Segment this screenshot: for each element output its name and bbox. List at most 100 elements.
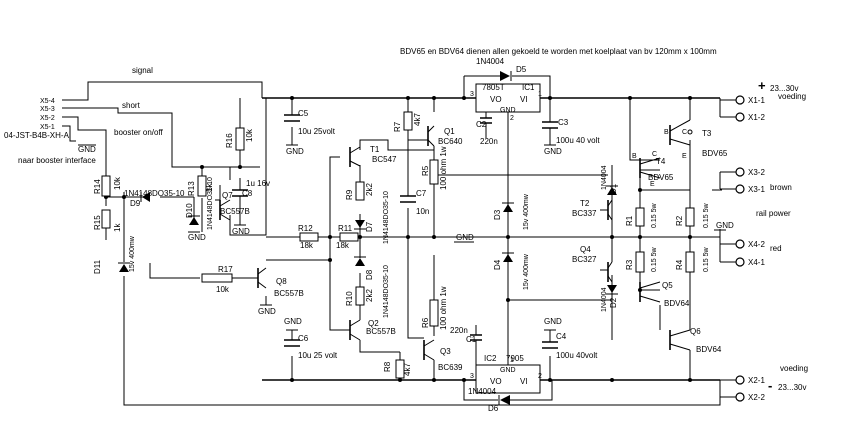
parts-q1-label: Q1 bbox=[444, 127, 455, 136]
terminal-symbols bbox=[720, 95, 745, 402]
parts-t4-type-label: BDV65 bbox=[648, 173, 674, 182]
terminals-x2-2-label: X2-2 bbox=[748, 393, 765, 402]
parts-q6-label: Q6 bbox=[690, 327, 701, 336]
parts-r12-val-label: 18k bbox=[300, 241, 314, 250]
parts-t3-label: T3 bbox=[702, 129, 712, 138]
signal-label: signal bbox=[132, 66, 153, 75]
parts-d10-label: D10 bbox=[185, 203, 194, 218]
parts-d6-type-label: 1N4004 bbox=[468, 387, 497, 396]
parts-d6-label: D6 bbox=[488, 404, 499, 413]
parts-pin-c-label: C bbox=[682, 129, 687, 136]
parts-c7-label: C7 bbox=[416, 189, 427, 198]
parts-r16-label: R16 bbox=[225, 133, 234, 148]
connector-gnd: GND bbox=[78, 145, 96, 154]
pin-x5-2: X5-2 bbox=[40, 115, 55, 122]
parts-d5-type-label: 1N4004 bbox=[476, 57, 505, 66]
parts-ic2-label: IC2 bbox=[484, 354, 497, 363]
parts-d5-label: D5 bbox=[516, 65, 527, 74]
parts-ic1-p1-label: 1 bbox=[538, 91, 542, 98]
labels: BDV65 en BDV64 dienen allen gekoeld te w… bbox=[4, 47, 808, 413]
terminals-voeding-bot-label: voeding bbox=[780, 364, 808, 373]
terminals-minus-label: - bbox=[768, 378, 772, 393]
parts-ic2-vi-label: VI bbox=[520, 377, 528, 386]
connector-caption: naar booster interface bbox=[18, 156, 96, 165]
gnd-label: GND bbox=[286, 147, 304, 156]
parts-r10-val-label: 2k2 bbox=[365, 289, 374, 302]
terminals-v-top-label: 23...30v bbox=[770, 84, 798, 93]
parts-d7-type-label: 1N4148DO35-10 bbox=[383, 191, 390, 244]
parts-t3-type-label: BDV65 bbox=[702, 149, 728, 158]
parts-pin-e-label: E bbox=[682, 153, 687, 160]
parts-c2-val-label: 220n bbox=[480, 137, 498, 146]
terminal-x1-2 bbox=[735, 112, 745, 122]
parts-q8-type-label: BC557B bbox=[274, 289, 304, 298]
diode-d5-symbol bbox=[486, 71, 524, 81]
connector-part: 04-JST-B4B-XH-A bbox=[4, 131, 70, 140]
parts-d4-val-label: 15v 400mw bbox=[523, 253, 530, 290]
gnd-label: GND bbox=[284, 317, 302, 326]
terminals-v-bot-label: 23...30v bbox=[778, 383, 806, 392]
terminals-x1-1-label: X1-1 bbox=[748, 96, 765, 105]
parts-q4-type-label: BC327 bbox=[572, 255, 597, 264]
parts-r15-label: R15 bbox=[93, 215, 102, 230]
parts-r9-label: R9 bbox=[345, 189, 354, 200]
parts-c6-val-label: 10u 25 volt bbox=[298, 351, 338, 360]
parts-q4-label: Q4 bbox=[580, 245, 591, 254]
parts-ic1-type-label: 7805T bbox=[482, 83, 505, 92]
parts-ic2-p2-label: 2 bbox=[538, 373, 542, 380]
terminal-x4-2 bbox=[735, 239, 745, 249]
gnd-label: GND bbox=[456, 233, 474, 242]
terminal-x1-1 bbox=[735, 95, 745, 105]
parts-c8-label: C8 bbox=[242, 189, 253, 198]
parts-ic1-p2-label: 2 bbox=[510, 115, 514, 122]
parts-d8-type-label: 1N4148DO35-10 bbox=[383, 265, 390, 318]
parts-r2-label: R2 bbox=[675, 215, 684, 226]
transistor-symbols bbox=[219, 119, 693, 361]
parts-t4-label: T4 bbox=[656, 157, 666, 166]
terminals-rail-label: rail power bbox=[756, 209, 791, 218]
parts-c3-val-label: 100u 40 volt bbox=[556, 136, 600, 145]
parts-q3-label: Q3 bbox=[440, 347, 451, 356]
parts-c1-label: C1 bbox=[466, 335, 477, 344]
parts-c1-val-label: 220n bbox=[450, 326, 468, 335]
parts-ic2-p1-label: 1 bbox=[510, 357, 514, 364]
onoff-label: booster on/off bbox=[114, 128, 164, 137]
parts-q6-type-label: BDV64 bbox=[696, 345, 722, 354]
parts-pin-b-label: B bbox=[632, 153, 637, 160]
parts-pin-c-label: C bbox=[652, 151, 657, 158]
parts-c2-label: C2 bbox=[476, 120, 487, 129]
parts-r14-label: R14 bbox=[93, 179, 102, 194]
terminals-voeding-top-label: voeding bbox=[778, 92, 806, 101]
diode-d6-symbol bbox=[486, 395, 524, 405]
parts-r12-label: R12 bbox=[298, 224, 313, 233]
parts-r11-label: R11 bbox=[338, 224, 353, 233]
parts-d2-label: D2 bbox=[609, 297, 618, 308]
parts-r17-label: R17 bbox=[218, 265, 233, 274]
parts-d4-label: D4 bbox=[493, 259, 502, 270]
small-diode-symbols bbox=[118, 185, 618, 295]
parts-r15-val-label: 1k bbox=[113, 223, 122, 232]
parts-r7-val-label: 4k7 bbox=[413, 113, 422, 126]
parts-t2-label: T2 bbox=[580, 199, 590, 208]
parts-d1-type-label: 1N4004 bbox=[601, 165, 608, 190]
terminals-brown-label: brown bbox=[770, 183, 792, 192]
parts-q2-label: Q2 bbox=[368, 319, 379, 328]
parts-d9-type-label: 1N4148DO35-10 bbox=[124, 189, 185, 198]
wires bbox=[62, 75, 722, 406]
parts-r5-label: R5 bbox=[421, 165, 430, 176]
terminals-x4-1-label: X4-1 bbox=[748, 258, 765, 267]
terminals-x3-1-label: X3-1 bbox=[748, 185, 765, 194]
terminals-x3-2-label: X3-2 bbox=[748, 168, 765, 177]
parts-r10-label: R10 bbox=[345, 291, 354, 306]
ic1-box bbox=[475, 83, 541, 113]
parts-r3-val-label: 0.15 5w bbox=[651, 247, 658, 272]
gnd-label: GND bbox=[544, 317, 562, 326]
gnd-symbols bbox=[78, 144, 726, 331]
gnd-label: GND bbox=[188, 233, 206, 242]
gnd-label: GND bbox=[258, 307, 276, 316]
parts-t1-label: T1 bbox=[370, 145, 380, 154]
parts-ic1-p3-label: 3 bbox=[470, 91, 474, 98]
parts-t2-type-label: BC337 bbox=[572, 209, 597, 218]
junctions bbox=[104, 96, 692, 382]
parts-r14-val-label: 10k bbox=[113, 176, 122, 190]
